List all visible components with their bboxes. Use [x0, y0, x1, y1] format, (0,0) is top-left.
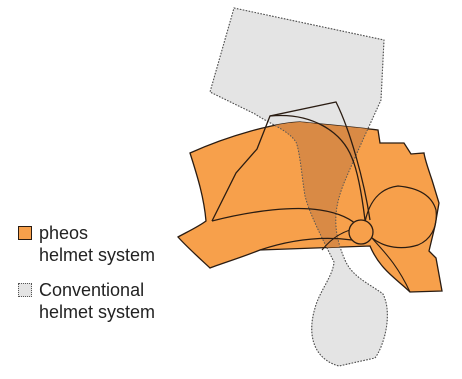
pivot-joint [348, 219, 374, 245]
legend-pheos-line2: helmet system [39, 245, 156, 265]
pheos-helmet-shape [176, 7, 443, 367]
legend-pheos: pheos helmet system [18, 222, 155, 266]
legend-conventional: Conventional helmet system [18, 279, 155, 323]
legend-pheos-line1: pheos [39, 223, 89, 243]
legend-conventional-line2: helmet system [39, 302, 156, 322]
legend-conventional-line1: Conventional [39, 280, 145, 300]
legend-pheos-swatch [18, 226, 32, 240]
legend-conventional-swatch [18, 283, 32, 297]
